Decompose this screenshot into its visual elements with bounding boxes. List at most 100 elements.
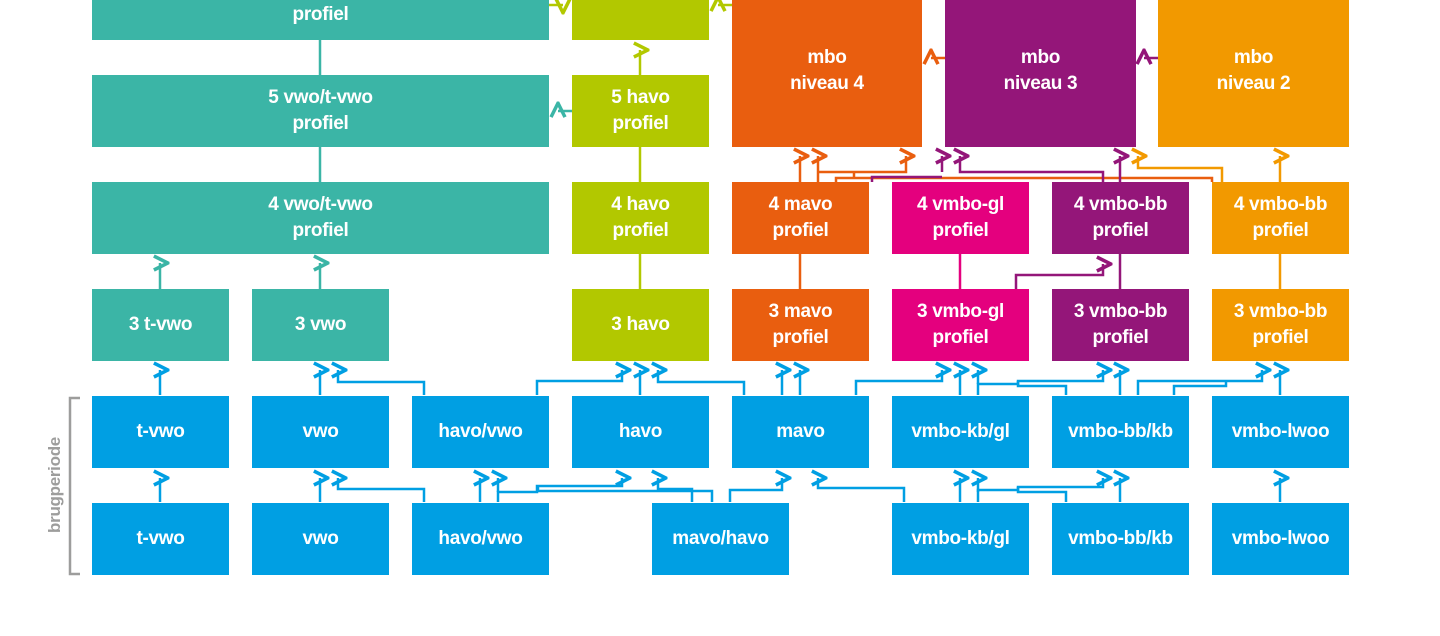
box-5vwo-line2: profiel [292,113,349,134]
box-4havo-line1: 4 havo [611,194,670,215]
box-mbo4-line2: niveau 4 [790,73,864,94]
box-r1-havo-vwo: havo/vwo [412,503,549,575]
box-6vwo-line1: profiel [292,4,349,25]
box-r2-vwo: vwo [252,396,389,468]
arrow-3gl-to-4bb [1014,264,1103,289]
box-3bba-line1: 3 vmbo-bb [1073,301,1168,322]
arrow-kbgl-to-bbkb [976,478,1103,502]
box-r1-tvwo-line1: t-vwo [136,528,185,549]
line-purple-join [870,175,942,182]
box-r2-tvwo-line1: t-vwo [136,421,185,442]
box-4havo: 4 havo profiel [572,182,709,254]
box-mbo3-line1: mbo [1020,47,1061,68]
box-3vwo: 3 vwo [252,289,389,361]
arrow-mavohavo-to-havo [658,478,694,502]
box-mbo2-line1: mbo [1233,47,1274,68]
arrow-havovwo-to-3havo [535,370,622,395]
box-r2-mavo: mavo [732,396,869,468]
box-r1-tvwo: t-vwo [92,503,229,575]
box-r1-kbgl-line1: vmbo-kb/gl [911,528,1010,549]
box-3mavo-line2: profiel [772,327,829,348]
arrow-mavo-to-3havo [658,370,746,395]
box-4gl-line1: 4 vmbo-gl [916,194,1005,215]
box-4bba-line1: 4 vmbo-bb [1073,194,1168,215]
box-3tvwo-line1: 3 t-vwo [128,314,193,335]
box-r2-vmbo-kb-gl: vmbo-kb/gl [892,396,1029,468]
arrow-gl-to-mbo4 [818,156,906,174]
box-r1-vmbo-kb-gl: vmbo-kb/gl [892,503,1029,575]
box-r2-vwo-line1: vwo [302,421,339,442]
box-3bbb-line1: 3 vmbo-bb [1233,301,1328,322]
box-3tvwo: 3 t-vwo [92,289,229,361]
arrow-kbgl-to-mavo [818,478,906,502]
box-r2-bbkb-line1: vmbo-bb/kb [1068,421,1173,442]
box-r1-vmbo-bb-kb: vmbo-bb/kb [1052,503,1189,575]
brugperiode-text: brugperiode [45,437,64,533]
box-3mavo-line1: 3 mavo [768,301,833,322]
box-mbo4-line1: mbo [807,47,847,68]
box-4vmbo-bb-amber: 4 vmbo-bb profiel [1212,182,1349,254]
arrow-mavohavo-to-mavo [728,478,782,502]
box-r1-mavohavo-line1: mavo/havo [672,528,769,549]
box-mbo3-line2: niveau 3 [1003,73,1078,94]
box-3havo: 3 havo [572,289,709,361]
box-r1-vwo: vwo [252,503,389,575]
box-4vwo-line1: 4 vwo/t-vwo [268,194,373,215]
box-3vmbo-gl: 3 vmbo-gl profiel [892,289,1029,361]
box-4vwo: 4 vwo/t-vwo profiel [92,182,549,254]
arrow-4bb-to-mbo3-2 [960,156,1105,182]
box-5havo-line2: profiel [612,113,669,134]
box-r2-vmbo-lwoo: vmbo-lwoo [1212,396,1349,468]
box-r2-vmbo-bb-kb: vmbo-bb/kb [1052,396,1189,468]
box-r1-mavo-havo: mavo/havo [652,503,789,575]
box-4vwo-line2: profiel [292,220,349,241]
box-3vwo-line1: 3 vwo [294,314,347,335]
box-6vwo: profiel [92,0,549,40]
box-4bbb-line2: profiel [1252,220,1309,241]
box-r2-havo: havo [572,396,709,468]
box-3bbb-line2: profiel [1252,327,1309,348]
box-r2-havo-line1: havo [618,421,663,442]
box-r1-lwoo-line1: vmbo-lwoo [1231,528,1330,549]
box-3gl-line1: 3 vmbo-gl [916,301,1005,322]
arrow-mavohavo-to-havovwo [536,486,714,502]
arrow-mavo-to-3gl [854,370,942,395]
arrow-bbkb-join [1016,487,1068,502]
box-4bba-line2: profiel [1092,220,1149,241]
arrow-bbkb-to-3bb-amber [1136,370,1262,395]
brugperiode-label: brugperiode [40,437,70,533]
box-6havo [572,0,709,40]
box-r2-lwoo-line1: vmbo-lwoo [1231,421,1330,442]
arrow-lwoo-join [1172,381,1228,395]
box-r1-vwo-line1: vwo [302,528,339,549]
arrow-bbkb-join-2 [1016,381,1068,395]
box-r2-havo-vwo: havo/vwo [412,396,549,468]
box-4mavo-line2: profiel [772,220,829,241]
box-4bbb-line1: 4 vmbo-bb [1233,194,1328,215]
box-r2-mavo-line1: mavo [776,421,825,442]
box-4gl-line2: profiel [932,220,989,241]
box-r1-vmbo-lwoo: vmbo-lwoo [1212,503,1349,575]
arrow-havovwo-to-3vwo [338,370,426,395]
box-r1-bbkb-line1: vmbo-bb/kb [1068,528,1173,549]
box-3gl-line2: profiel [932,327,989,348]
box-3havo-line1: 3 havo [611,314,670,335]
box-3bba-line2: profiel [1092,327,1149,348]
box-r2-havovwo-line1: havo/vwo [438,421,523,442]
box-4havo-line2: profiel [612,220,669,241]
box-mbo-niveau-4: mbo niveau 4 [732,0,922,147]
box-mbo-niveau-2: mbo niveau 2 [1158,0,1349,147]
box-4mavo: 4 mavo profiel [732,182,869,254]
brugperiode-bracket [68,396,80,576]
box-r2-tvwo: t-vwo [92,396,229,468]
arrow-4bb-amber-to-mbo3 [1138,156,1224,182]
box-3vmbo-bb-amber: 3 vmbo-bb profiel [1212,289,1349,361]
box-4vmbo-bb-purple: 4 vmbo-bb profiel [1052,182,1189,254]
box-4vmbo-gl: 4 vmbo-gl profiel [892,182,1029,254]
box-3vmbo-bb-purple: 3 vmbo-bb profiel [1052,289,1189,361]
box-mbo2-line2: niveau 2 [1216,73,1291,94]
box-4mavo-line1: 4 mavo [768,194,833,215]
